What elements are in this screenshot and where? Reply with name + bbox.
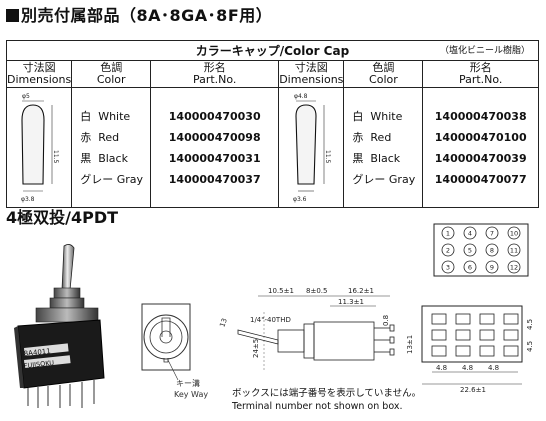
material-note: （塩化ビニール樹脂） bbox=[439, 46, 530, 56]
footnote-en: Terminal number not shown on box. bbox=[232, 401, 403, 412]
color-list-right: 白 White 赤 Red 黒 Black グレー Gray bbox=[343, 87, 424, 208]
body-label: 8A4011 bbox=[23, 347, 51, 358]
terminal-circle bbox=[441, 226, 455, 240]
svg-text:0.8: 0.8 bbox=[382, 315, 390, 326]
bottom-dimension-drawing: 13±1 4.5 4.5 4.8 4.8 4.8 22.6±1 bbox=[406, 305, 534, 394]
page-title: 別売付属部品（8A･8GA･8F用） bbox=[6, 2, 272, 26]
terminal-circle bbox=[441, 260, 455, 274]
part-number: 140000470039 bbox=[434, 151, 527, 165]
svg-text:φ4.8: φ4.8 bbox=[294, 93, 308, 100]
cap-drawing-icon: φ4.8 11.5 φ3.6 bbox=[293, 93, 331, 203]
terminal-layout: 1 4 7 10 2 5 8 11 3 6 9 12 bbox=[433, 223, 529, 277]
color-row: 黒 Black bbox=[352, 151, 401, 165]
color-row: グレー Gray bbox=[80, 172, 143, 186]
terminal-circle bbox=[507, 243, 521, 257]
cap-dimension-drawing-left: φ5 11.5 φ3.8 bbox=[5, 87, 73, 208]
svg-text:4.5: 4.5 bbox=[526, 319, 534, 330]
table-header-label: カラーキャップ/Color Cap bbox=[195, 43, 350, 58]
side-dimension-drawing: 10.5±1 8±0.5 16.2±1 11.3±1 13 1/4"-40THD… bbox=[218, 287, 395, 372]
section-title-4pdt: 4極双投/4PDT bbox=[6, 208, 119, 227]
svg-text:1/4"-40THD: 1/4"-40THD bbox=[250, 316, 291, 324]
svg-text:11.3±1: 11.3±1 bbox=[338, 298, 364, 306]
color-row: グレー Gray bbox=[352, 172, 416, 186]
svg-text:13: 13 bbox=[218, 317, 229, 328]
svg-text:φ3.8: φ3.8 bbox=[21, 196, 35, 203]
keyway-drawing: キー溝 Key Way bbox=[141, 303, 208, 399]
color-row: 白 White bbox=[80, 109, 131, 123]
table-header: カラーキャップ/Color Cap （塩化ビニール樹脂） bbox=[6, 40, 539, 61]
terminal-number: 2 bbox=[446, 246, 450, 254]
terminal-number: 7 bbox=[490, 229, 494, 237]
footnote: ボックスには端子番号を表示していません。 Terminal number not… bbox=[232, 387, 421, 413]
terminal-circle bbox=[485, 260, 499, 274]
color-row: 赤 Red bbox=[352, 130, 392, 144]
svg-text:4.8: 4.8 bbox=[436, 364, 447, 372]
part-number: 140000470100 bbox=[434, 130, 527, 144]
terminal-number: 12 bbox=[510, 263, 518, 271]
keyway-label-jp: キー溝 bbox=[176, 378, 200, 388]
terminal-circle bbox=[441, 243, 455, 257]
body-brand: FUJISOKU bbox=[23, 359, 54, 370]
terminal-number: 8 bbox=[490, 246, 494, 254]
toggle-switch-photo: 8A4011 FUJISOKU bbox=[14, 244, 105, 408]
color-row: 黒 Black bbox=[80, 151, 128, 165]
footnote-jp: ボックスには端子番号を表示していません。 bbox=[232, 388, 422, 399]
terminal-circle bbox=[485, 243, 499, 257]
part-number: 140000470037 bbox=[168, 172, 261, 186]
cap-drawing-icon: φ5 11.5 φ3.8 bbox=[21, 93, 59, 203]
part-list-right: 140000470038 140000470100 140000470039 1… bbox=[422, 87, 539, 208]
terminal-number: 10 bbox=[510, 229, 518, 237]
terminal-number: 4 bbox=[468, 229, 472, 237]
terminal-circle bbox=[485, 226, 499, 240]
svg-text:4.5: 4.5 bbox=[526, 341, 534, 352]
terminal-number: 9 bbox=[490, 263, 494, 271]
svg-text:4.8: 4.8 bbox=[488, 364, 499, 372]
svg-text:24±5: 24±5 bbox=[252, 339, 260, 358]
terminal-number: 1 bbox=[446, 229, 450, 237]
terminal-number: 11 bbox=[510, 246, 518, 254]
svg-text:22.6±1: 22.6±1 bbox=[460, 386, 486, 394]
part-number: 140000470038 bbox=[434, 109, 527, 123]
part-list-left: 140000470030 140000470098 140000470031 1… bbox=[150, 87, 280, 208]
svg-text:11.5: 11.5 bbox=[324, 150, 331, 164]
svg-text:φ3.6: φ3.6 bbox=[293, 196, 307, 203]
part-number: 140000470031 bbox=[168, 151, 261, 165]
svg-text:φ5: φ5 bbox=[22, 93, 30, 100]
part-number: 140000470030 bbox=[168, 109, 261, 123]
svg-text:4.8: 4.8 bbox=[462, 364, 473, 372]
terminal-circle bbox=[463, 243, 477, 257]
color-row: 赤 Red bbox=[80, 130, 120, 144]
terminal-number: 5 bbox=[468, 246, 472, 254]
terminal-circle bbox=[463, 226, 477, 240]
color-row: 白 White bbox=[352, 109, 403, 123]
part-number: 140000470077 bbox=[434, 172, 527, 186]
svg-text:8±0.5: 8±0.5 bbox=[306, 287, 327, 295]
svg-text:16.2±1: 16.2±1 bbox=[348, 287, 374, 295]
terminal-number: 6 bbox=[468, 263, 472, 271]
keyway-label-en: Key Way bbox=[174, 390, 208, 399]
svg-text:11.5: 11.5 bbox=[52, 150, 59, 164]
svg-text:13±1: 13±1 bbox=[406, 335, 414, 354]
part-number: 140000470098 bbox=[168, 130, 261, 144]
color-list-left: 白 White 赤 Red 黒 Black グレー Gray bbox=[71, 87, 152, 208]
terminal-circle bbox=[463, 260, 477, 274]
terminal-circle bbox=[507, 260, 521, 274]
title-sub: （8A･8GA･8F用） bbox=[120, 6, 273, 25]
square-bullet-icon bbox=[6, 9, 19, 22]
terminal-number: 3 bbox=[446, 263, 450, 271]
cap-dimension-drawing-right: φ4.8 11.5 φ3.6 bbox=[278, 87, 345, 208]
terminal-circle bbox=[507, 226, 521, 240]
title-main: 別売付属部品 bbox=[21, 6, 121, 25]
svg-text:10.5±1: 10.5±1 bbox=[268, 287, 294, 295]
